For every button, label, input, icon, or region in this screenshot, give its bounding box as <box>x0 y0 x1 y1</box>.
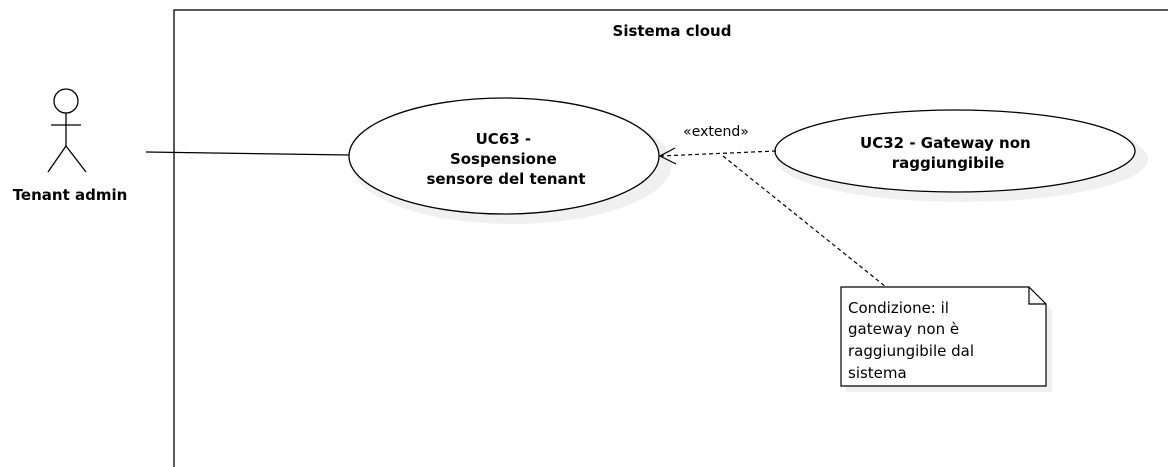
condition-note[interactable]: Condizione: il gateway non è raggiungibi… <box>840 286 1052 392</box>
system-title: Sistema cloud <box>613 22 732 40</box>
use-case-uc63-line-3: sensore del tenant <box>426 170 585 188</box>
extend-relation[interactable]: «extend» <box>658 124 777 165</box>
svg-text:Condizione: il gateway n: Condizione: il gateway non è raggiungibi… <box>848 299 979 382</box>
use-case-uc32-line-1: UC32 - Gateway non <box>860 134 1031 152</box>
system-boundary-frame <box>173 9 1168 467</box>
extend-arrowhead-icon <box>658 147 677 165</box>
svg-text:UC32 - Gateway non raggi: UC32 - Gateway non raggiungibile <box>860 134 1036 172</box>
note-body <box>840 286 1047 387</box>
extend-label: «extend» <box>683 124 749 140</box>
note-fold-icon <box>1028 287 1046 305</box>
use-case-uc32[interactable]: UC32 - Gateway non raggiungibile <box>774 109 1148 202</box>
actor-name: Tenant admin <box>13 186 128 204</box>
note-line-2: gateway non è <box>848 320 959 338</box>
note-line-3: raggiungibile dal <box>848 342 974 360</box>
svg-text:UC63 - Sospensione: UC63 - Sospensione sensore del tenant <box>426 130 585 188</box>
use-case-uc63[interactable]: UC63 - Sospensione sensore del tenant <box>348 97 672 224</box>
extend-line <box>659 150 777 157</box>
note-line-4: sistema <box>848 364 907 382</box>
actor-tenant-admin[interactable]: Tenant admin <box>13 88 128 204</box>
use-case-uc63-line-1: UC63 - <box>476 130 532 148</box>
actor-stick-figure-icon <box>47 88 87 173</box>
system-boundary[interactable]: Sistema cloud <box>173 9 1168 467</box>
association-line[interactable] <box>145 151 351 156</box>
note-line-1: Condizione: il <box>848 299 949 317</box>
use-case-uc63-line-2: Sospensione <box>450 150 557 168</box>
use-case-uc32-line-2: raggiungibile <box>892 154 1005 172</box>
